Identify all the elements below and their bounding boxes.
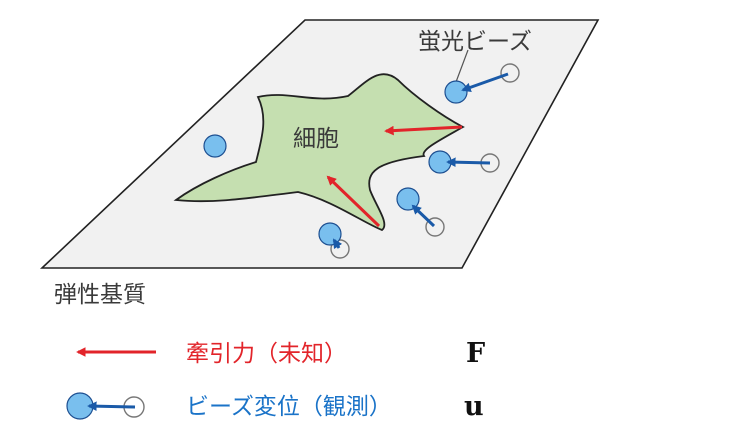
bead-label: 蛍光ビーズ	[418, 29, 532, 55]
cell-body	[173, 73, 465, 232]
bead-origin-1	[500, 63, 520, 83]
traction-arrow-lower	[326, 175, 381, 228]
bead-3	[396, 187, 420, 211]
bead-static	[203, 134, 227, 158]
bead-label-pointer	[455, 49, 469, 83]
bead-4-displacement-arrow	[332, 238, 343, 250]
bead-1	[444, 80, 468, 104]
legend-traction-text: 牽引力（未知）	[186, 341, 347, 367]
substrate-label: 弾性基質	[54, 282, 146, 308]
bead-3-displacement-arrow	[411, 204, 436, 228]
legend-displacement-symbol: u	[464, 391, 484, 422]
legend-displacement-text: ビーズ変位（観測）	[186, 394, 392, 420]
bead-4	[318, 222, 342, 246]
legend-traction-symbol: F	[466, 338, 485, 369]
bead-2	[428, 150, 452, 174]
cell-label: 細胞	[293, 126, 339, 152]
bead-origin-3	[425, 217, 445, 237]
legend-displacement-arrow	[87, 401, 136, 411]
bead-2-displacement-arrow	[446, 157, 491, 167]
traction-arrow-right	[384, 125, 463, 136]
bead-1-displacement-arrow	[461, 72, 509, 92]
